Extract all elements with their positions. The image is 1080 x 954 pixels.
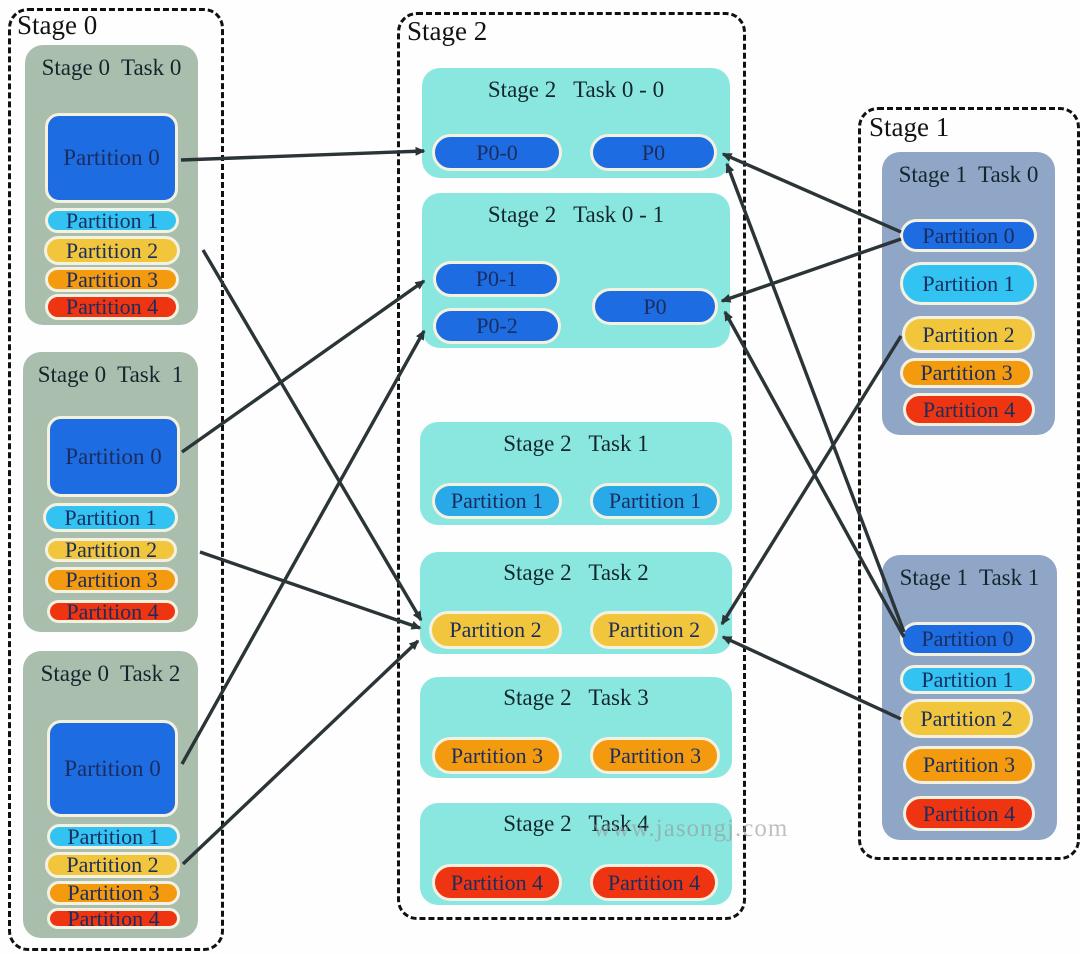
- stage-0-task-2-partition-4: Partition 4: [47, 906, 180, 931]
- stage-1-task-0: Stage 1 Task 0 Partition 0 Partition 1 P…: [882, 152, 1055, 435]
- stage-1-task-1-partition-0: Partition 0: [900, 622, 1035, 656]
- stage-1-task-1-partition-4: Partition 4: [903, 796, 1035, 831]
- stage-0-task-1-partition-1: Partition 1: [43, 503, 178, 532]
- stage-2-task-2-partition-2-right: Partition 2: [590, 611, 718, 649]
- stage-1-label: Stage 1: [869, 112, 950, 142]
- stage-0-task-1-partition-2: Partition 2: [45, 537, 177, 562]
- stage-2-task-0-1-p0-1: P0-1: [433, 261, 560, 297]
- stage-0-task-0-partition-0: Partition 0: [45, 113, 178, 203]
- stage-0-task-1: Stage 0 Task 1 Partition 0 Partition 1 P…: [23, 352, 198, 632]
- stage-2-task-1-title: Stage 2 Task 1: [503, 431, 649, 456]
- stage-0-task-0-title: Stage 0 Task 0: [41, 55, 182, 80]
- arrow-stage0-task1-partition2-to-stage2-task2-partition2-left: [199, 550, 422, 630]
- stage-2-task-4-partition-4-left: Partition 4: [432, 864, 562, 901]
- watermark-text: www.jasongj.com: [593, 815, 789, 842]
- stage-0-task-2-partition-3: Partition 3: [47, 880, 180, 905]
- arrow-stage0-task0-partition2-to-stage2-task2-partition2-left: [201, 249, 423, 622]
- stage-2-task-0-0: Stage 2 Task 0 - 0 P0-0 P0: [422, 68, 730, 178]
- stage-0-task-0-partition-3: Partition 3: [45, 267, 179, 292]
- stage-2-task-0-1-p0-2: P0-2: [433, 308, 561, 344]
- stage-0-task-0-partition-4: Partition 4: [45, 294, 179, 320]
- stage-1-task-0-partition-3: Partition 3: [900, 358, 1033, 388]
- stage-0-task-1-partition-0: Partition 0: [47, 416, 180, 497]
- stage-2-task-0-1-p0: P0: [592, 288, 718, 325]
- stage-0-task-1-partition-4: Partition 4: [47, 599, 178, 624]
- stage-1-task-1: Stage 1 Task 1 Partition 0 Partition 1 P…: [882, 555, 1057, 840]
- stage-1-task-1-title: Stage 1 Task 1: [899, 565, 1040, 590]
- stage-1-task-0-partition-4: Partition 4: [903, 393, 1035, 426]
- stage-2-task-0-1-title: Stage 2 Task 0 - 1: [487, 202, 665, 227]
- stage-2-task-4: Stage 2 Task 4 Partition 4 Partition 4: [420, 803, 732, 905]
- stage-0-task-2: Stage 0 Task 2 Partition 0 Partition 1 P…: [23, 651, 198, 938]
- stage-2-task-1-partition-1-right: Partition 1: [590, 483, 720, 519]
- stage-2-task-2: Stage 2 Task 2 Partition 2 Partition 2: [420, 552, 732, 654]
- stage-0-task-2-title: Stage 0 Task 2: [40, 661, 181, 686]
- stage-2-task-1-partition-1-left: Partition 1: [432, 483, 562, 519]
- stage-2-task-3-partition-3-right: Partition 3: [590, 737, 720, 774]
- stage-2-task-3-title: Stage 2 Task 3: [503, 685, 649, 710]
- stage-1-task-1-partition-2: Partition 2: [900, 699, 1033, 738]
- stage-0-task-0-partition-2: Partition 2: [44, 236, 180, 265]
- stage-2-task-3-partition-3-left: Partition 3: [432, 737, 562, 774]
- stage-2-task-0-0-title: Stage 2 Task 0 - 0: [487, 77, 665, 102]
- stage-1-task-1-partition-1: Partition 1: [900, 665, 1035, 694]
- stage-0-task-0-partition-1: Partition 1: [45, 208, 179, 233]
- stage-2-task-0-1: Stage 2 Task 0 - 1 P0-1 P0-2 P0: [422, 193, 730, 348]
- stage-2-task-2-title: Stage 2 Task 2: [503, 560, 649, 585]
- stage-0-task-0: Stage 0 Task 0 Partition 0 Partition 1 P…: [25, 45, 198, 325]
- stage-0-task-2-partition-1: Partition 1: [47, 824, 180, 849]
- stage-1-task-0-partition-0: Partition 0: [900, 219, 1037, 252]
- stage-1-task-0-title: Stage 1 Task 0: [898, 162, 1039, 187]
- stage-2-label: Stage 2: [407, 16, 488, 46]
- stage-2-task-4-title: Stage 2 Task 4: [503, 811, 649, 836]
- stage-1-task-0-partition-1: Partition 1: [900, 262, 1037, 305]
- stage-0-label: Stage 0: [17, 10, 98, 40]
- stage-0-task-2-partition-2: Partition 2: [45, 852, 180, 878]
- stage-2-task-3: Stage 2 Task 3 Partition 3 Partition 3: [420, 677, 732, 778]
- stage-2-task-4-partition-4-right: Partition 4: [590, 864, 718, 901]
- stage-0-task-2-partition-0: Partition 0: [47, 720, 178, 817]
- stage-2-task-2-partition-2-left: Partition 2: [429, 611, 562, 649]
- stage-1-task-0-partition-2: Partition 2: [902, 316, 1035, 353]
- stage-0-task-1-partition-3: Partition 3: [45, 567, 178, 593]
- stage-2-task-1: Stage 2 Task 1 Partition 1 Partition 1: [420, 422, 732, 525]
- stage-0-task-1-title: Stage 0 Task 1: [37, 362, 184, 387]
- stage-2-task-0-0-p0-0: P0-0: [432, 134, 562, 171]
- stage-2-task-0-0-p0: P0: [590, 134, 717, 171]
- stage-1-task-1-partition-3: Partition 3: [903, 746, 1035, 784]
